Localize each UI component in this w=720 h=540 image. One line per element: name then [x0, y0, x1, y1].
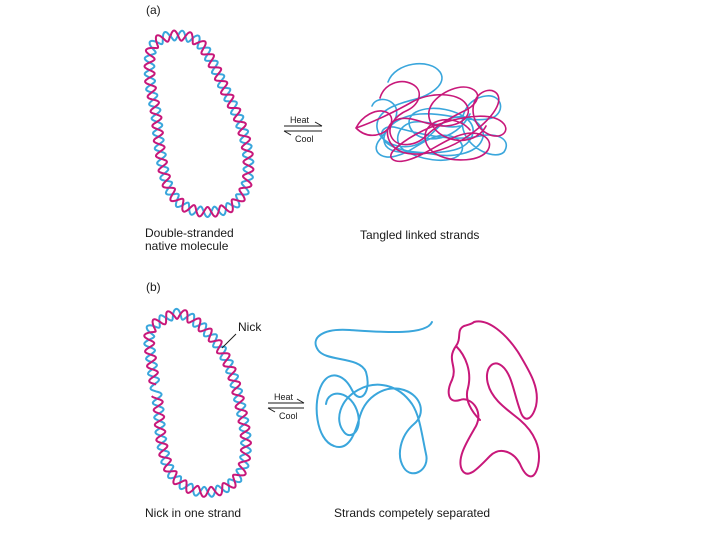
panel-b-label: (b) — [146, 281, 161, 294]
panel-b-left-caption: Nick in one strand — [145, 507, 241, 520]
panel-a-heat-label: Heat — [290, 115, 309, 125]
panel-b-nicked-molecule — [144, 309, 251, 497]
panel-a-left-caption-line2: native molecule — [145, 240, 228, 253]
panel-b-right-caption: Strands competely separated — [334, 507, 490, 520]
strand-magenta — [144, 310, 251, 497]
panel-b-heat-label: Heat — [274, 392, 293, 402]
strand-blue — [145, 31, 254, 217]
panel-b-cool-label: Cool — [279, 411, 298, 421]
separated-strand-blue — [316, 322, 432, 473]
tangled-strand-magenta — [356, 90, 506, 161]
panel-a-cool-label: Cool — [295, 134, 314, 144]
nick-pointer-line — [222, 334, 236, 348]
panel-a-right-caption: Tangled linked strands — [360, 229, 479, 242]
panel-a-native-molecule — [145, 31, 254, 218]
nick-label: Nick — [238, 321, 261, 334]
separated-strand-magenta — [449, 321, 539, 476]
strand-blue — [144, 309, 251, 497]
panel-a-label: (a) — [146, 4, 161, 17]
tangled-linked-strands — [356, 64, 506, 162]
